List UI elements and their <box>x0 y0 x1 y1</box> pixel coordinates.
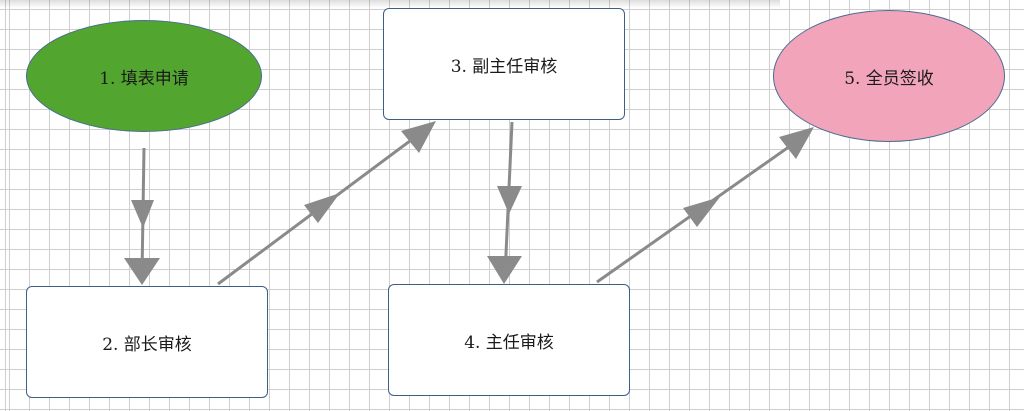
edge-n3-n4 <box>487 121 522 284</box>
edge-n2-n3 <box>217 121 436 286</box>
node-deputy-director-review[interactable]: 3. 副主任审核 <box>383 8 625 120</box>
node-all-staff-sign[interactable]: 5. 全员签收 <box>773 10 1005 142</box>
arrowhead-end-n4-n5 <box>779 127 814 159</box>
top-shadow <box>0 0 780 8</box>
node-label: 4. 主任审核 <box>464 332 554 353</box>
arrowhead-mid-n4-n5 <box>683 197 720 227</box>
arrowhead-mid-n2-n3 <box>304 193 340 223</box>
node-label: 5. 全员签收 <box>844 68 934 89</box>
node-minister-review[interactable]: 2. 部长审核 <box>26 286 268 398</box>
arrowhead-mid-n1-n2 <box>131 200 154 228</box>
arrowhead-end-n1-n2 <box>124 258 160 285</box>
edge-n4-n5 <box>596 127 814 284</box>
arrowhead-mid-n3-n4 <box>497 186 522 214</box>
node-label: 2. 部长审核 <box>102 334 192 355</box>
arrowhead-end-n2-n3 <box>401 121 436 153</box>
node-label: 1. 填表申请 <box>99 68 189 89</box>
node-director-review[interactable]: 4. 主任审核 <box>388 284 630 396</box>
edge-n1-n2 <box>124 147 160 285</box>
node-label: 3. 副主任审核 <box>450 56 558 77</box>
node-fill-application[interactable]: 1. 填表申请 <box>26 20 262 132</box>
arrowhead-end-n3-n4 <box>487 256 522 284</box>
